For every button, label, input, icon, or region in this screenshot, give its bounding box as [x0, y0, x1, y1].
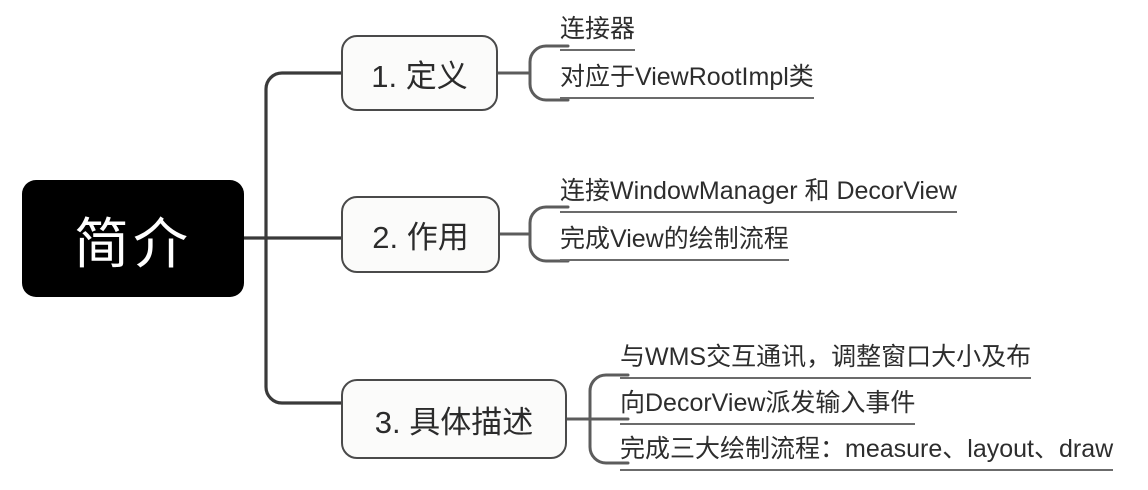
leaf-3-1[interactable]: 与WMS交互通讯，调整窗口大小及布 [620, 342, 1032, 379]
branch-node-1[interactable]: 1. 定义 [341, 35, 498, 111]
leaf-1-1[interactable]: 连接器 [560, 14, 636, 51]
root-node[interactable]: 简介 [22, 180, 244, 297]
leaf-2-2[interactable]: 完成View的绘制流程 [560, 224, 789, 261]
leaf-3-3[interactable]: 完成三大绘制流程：measure、layout、draw [620, 434, 1114, 471]
leaf-1-2[interactable]: 对应于ViewRootImpl类 [560, 62, 814, 99]
trunk-outer [264, 71, 343, 405]
branch-node-2[interactable]: 2. 作用 [341, 196, 500, 273]
leaf-2-1[interactable]: 连接WindowManager 和 DecorView [560, 176, 957, 213]
leaf-3-2[interactable]: 向DecorView派发输入事件 [620, 388, 916, 425]
branch-node-3[interactable]: 3. 具体描述 [341, 379, 567, 459]
